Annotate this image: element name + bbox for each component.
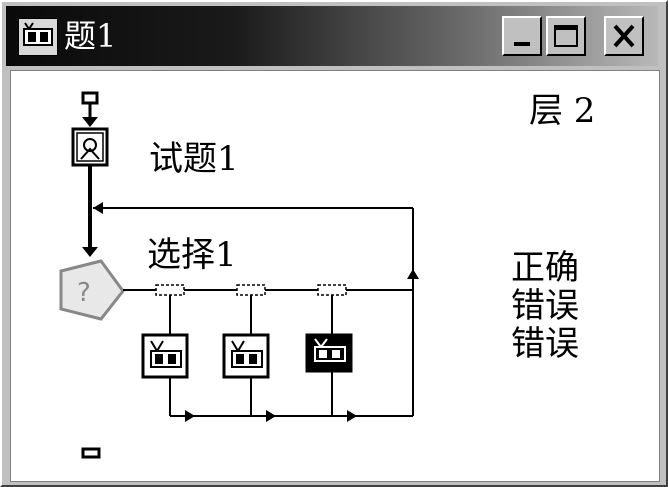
question-label: 试题1 [149,139,239,179]
maximize-button[interactable] [546,16,586,56]
quiz-icon[interactable] [71,127,109,167]
branch-condition-marker[interactable] [155,284,185,296]
branch-condition-marker[interactable] [236,284,266,296]
title-bar[interactable]: 题1 [6,6,658,66]
layer-label: 层 2 [529,91,596,131]
branch-condition-marker[interactable] [317,284,347,296]
result-2: 错误 [511,286,579,326]
map-icon[interactable] [141,333,189,379]
choice-label: 选择1 [147,235,237,275]
flowline-diagram: ? [59,91,419,459]
close-button[interactable] [604,16,644,56]
end-marker[interactable] [81,447,101,459]
map-icon[interactable] [18,18,58,56]
results-panel: 正确 错误 错误 [511,249,579,363]
start-marker[interactable] [81,91,99,105]
minimize-button[interactable] [502,16,542,56]
minimize-icon [514,42,530,46]
flowline-canvas[interactable]: 层 2 试题1 选择1 正确 错误 错误 [10,70,660,482]
result-3: 错误 [511,324,579,364]
map-icon-selected[interactable] [305,333,353,373]
result-1: 正确 [511,248,579,288]
window-title: 题1 [64,17,117,55]
close-icon [613,24,635,48]
decision-icon[interactable]: ? [59,259,125,321]
svg-text:?: ? [77,278,91,308]
map-icon[interactable] [222,333,270,379]
